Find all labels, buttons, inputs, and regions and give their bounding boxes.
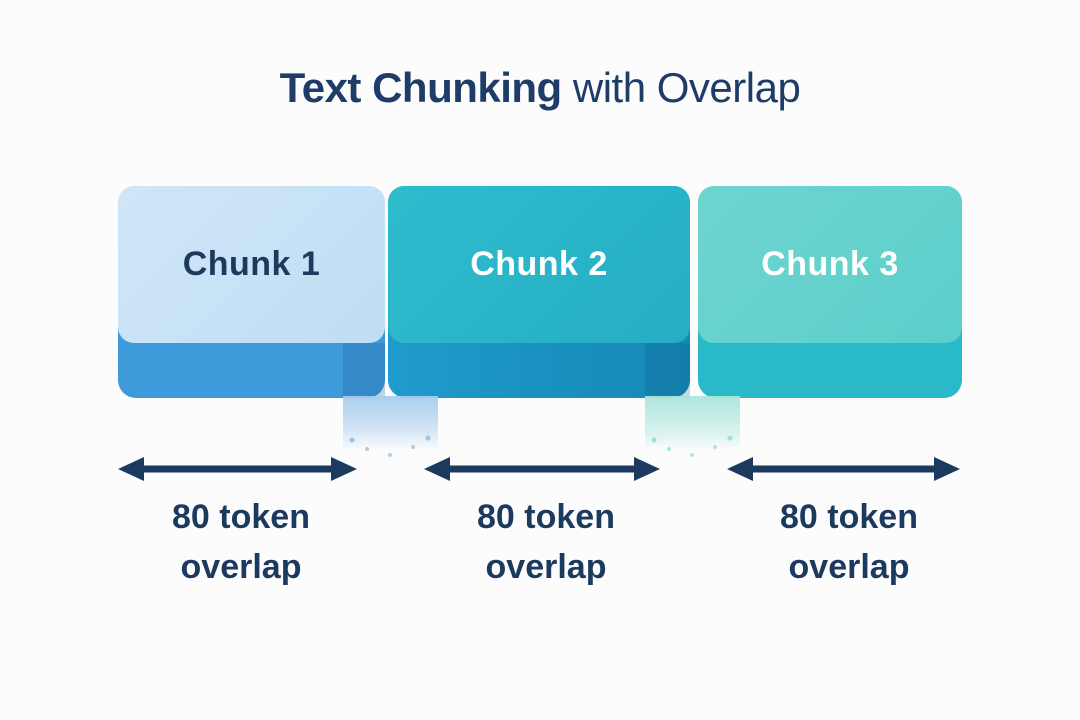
overlap-label-2-line1: 80 token	[477, 498, 615, 536]
overlap-drip-1-2	[343, 396, 438, 464]
chunk-2-card: Chunk 2	[388, 186, 690, 398]
chunk-3-label: Chunk 3	[761, 245, 899, 283]
double-arrow-icon	[118, 454, 357, 484]
overlap-label-3-line1: 80 token	[780, 498, 918, 536]
chunk-3-body: Chunk 3	[698, 186, 962, 343]
chunk-1-body: Chunk 1	[118, 186, 385, 343]
chunk-1-card: Chunk 1	[118, 186, 385, 398]
overlap-label-1-line2: overlap	[180, 548, 302, 586]
title-bold-part: Text Chunking	[279, 64, 563, 111]
double-arrow-icon	[727, 454, 960, 484]
overlap-label-2-line2: overlap	[485, 548, 607, 586]
band-overlap-shade-2-3	[645, 343, 690, 398]
chunk-2-body: Chunk 2	[388, 186, 690, 343]
title-regular-part: with Overlap	[561, 64, 801, 111]
overlap-label-3: 80 token overlap	[729, 492, 969, 592]
double-arrow-icon	[424, 454, 660, 484]
overlap-label-1-line1: 80 token	[172, 498, 310, 536]
chunk-3-card: Chunk 3	[698, 186, 962, 398]
overlap-drip-2-3	[645, 396, 740, 464]
overlap-label-2: 80 token overlap	[426, 492, 666, 592]
overlap-label-1: 80 token overlap	[121, 492, 361, 592]
page-title: Text Chunking with Overlap	[0, 64, 1080, 112]
overlap-label-3-line2: overlap	[788, 548, 910, 586]
chunk-1-label: Chunk 1	[182, 245, 321, 283]
chunk-2-label: Chunk 2	[470, 245, 608, 283]
band-overlap-shade-1-2	[343, 343, 385, 398]
